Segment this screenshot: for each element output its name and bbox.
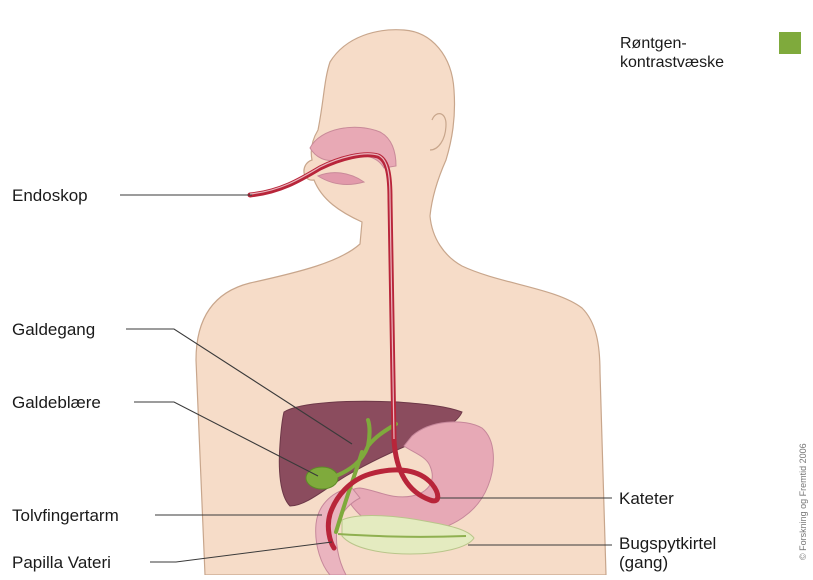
label-galdeblaere: Galdeblære <box>12 393 101 412</box>
legend-label-line2: kontrastvæske <box>620 54 724 71</box>
body-silhouette <box>196 30 606 575</box>
label-papilla-vateri: Papilla Vateri <box>12 553 111 572</box>
gallbladder <box>306 467 338 489</box>
label-bugspytkirtel: Bugspytkirtel <box>619 534 716 553</box>
legend-swatch <box>779 32 801 54</box>
copyright-note: © Forskning og Fremtid 2006 <box>798 443 808 560</box>
label-galdegang: Galdegang <box>12 320 95 339</box>
legend-label-line1: Røntgen- <box>620 35 687 52</box>
label-bugspytkirtel-gang: (gang) <box>619 553 668 572</box>
label-kateter: Kateter <box>619 489 674 508</box>
label-tolvfingertarm: Tolvfingertarm <box>12 506 119 525</box>
label-endoskop: Endoskop <box>12 186 88 205</box>
